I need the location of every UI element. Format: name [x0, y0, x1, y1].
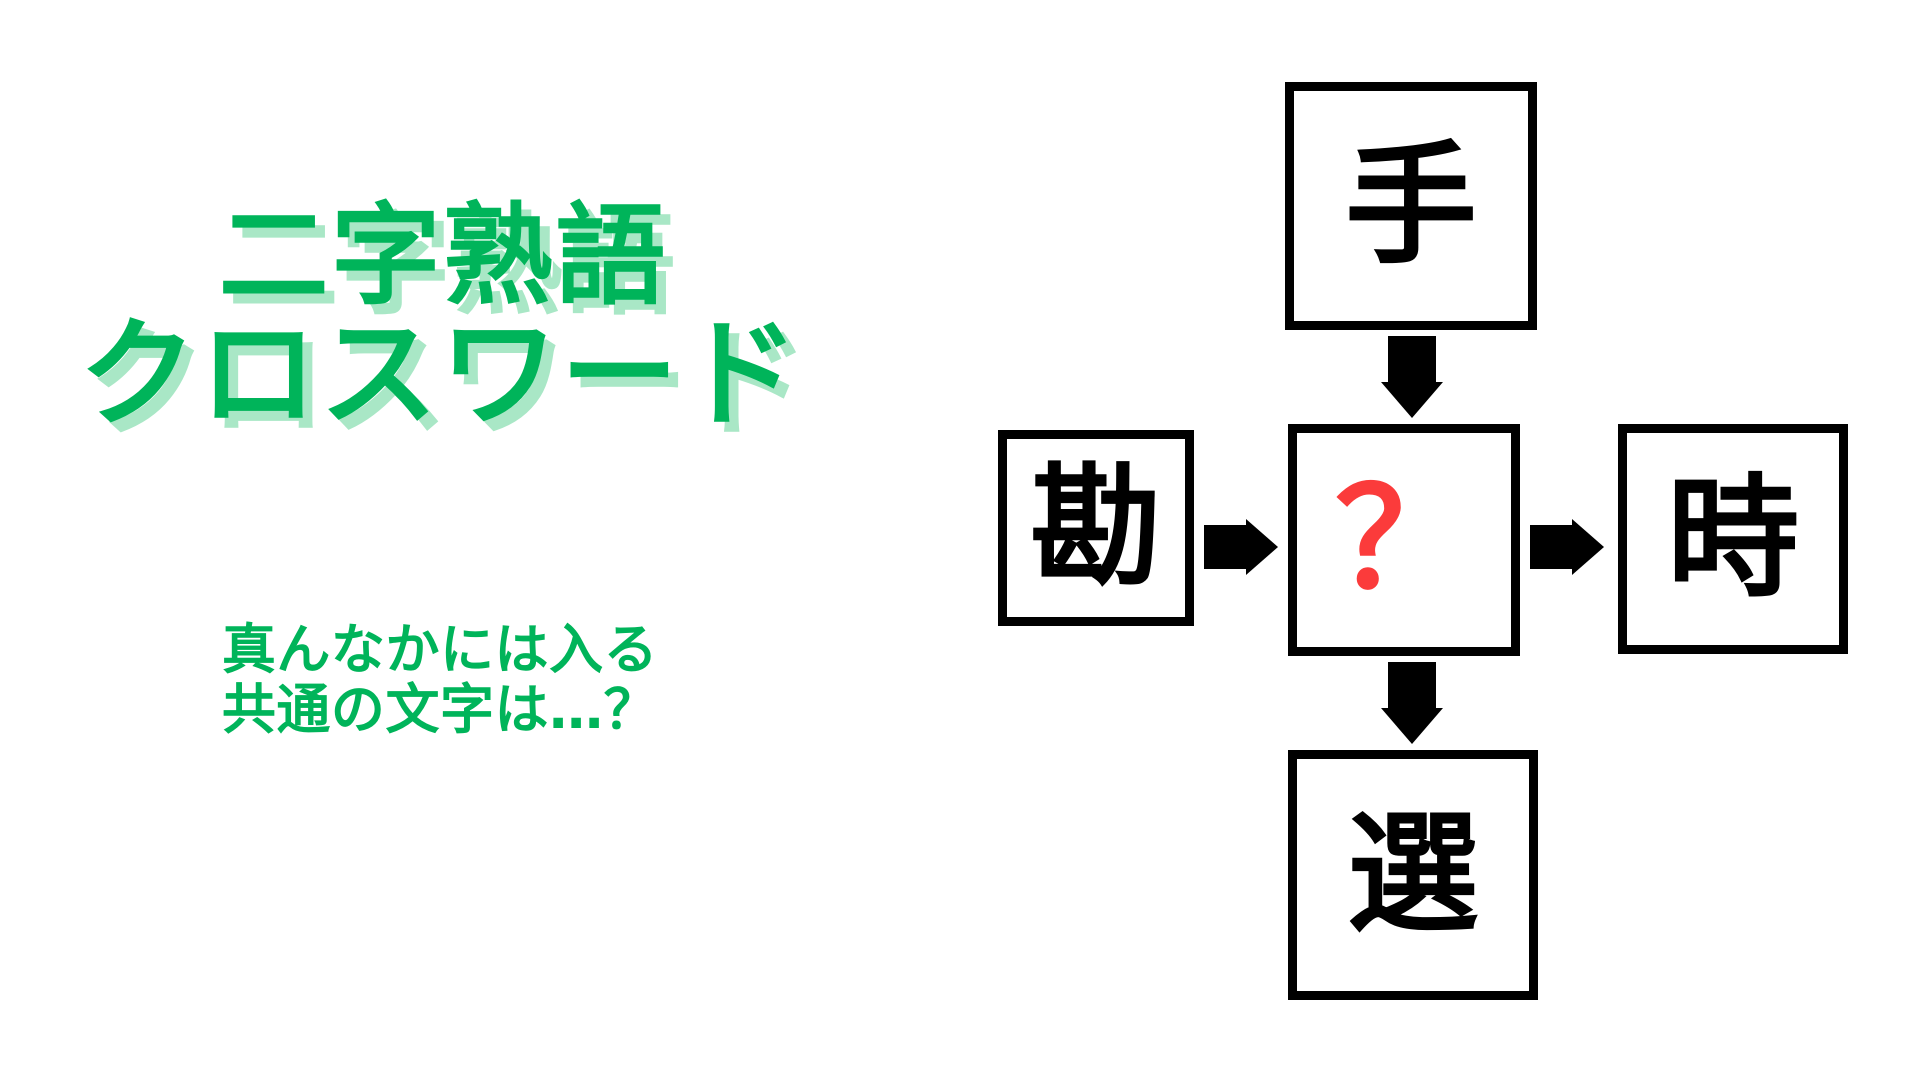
title-line-2: クロスワード — [78, 305, 802, 444]
puzzle-cell-left: 勘 — [998, 430, 1194, 626]
puzzle-cell-bottom-char: 選 — [1347, 798, 1479, 952]
puzzle-cell-top: 手 — [1285, 82, 1537, 330]
title-line-1: 二字熟語 — [218, 192, 668, 320]
puzzle-cell-top-char: 手 — [1345, 129, 1477, 283]
subtitle-line-2: 共通の文字は…？ — [221, 678, 659, 742]
arrow-head — [1381, 382, 1443, 418]
puzzle-answer-question-mark: ？ — [1334, 459, 1473, 620]
arrow-shaft — [1204, 525, 1248, 569]
puzzle-cell-bottom: 選 — [1288, 750, 1538, 1000]
puzzle-cell-right: 時 — [1618, 424, 1848, 654]
arrow-head — [1246, 519, 1278, 575]
title-block: 二字熟語 クロスワード — [0, 200, 880, 435]
arrow-shaft — [1388, 336, 1436, 386]
subtitle-line-1: 真んなかには入る — [221, 618, 659, 681]
puzzle-cell-center-answer[interactable]: ？ — [1288, 424, 1520, 656]
arrow-head — [1381, 708, 1443, 744]
subtitle-block: 真んなかには入る 共通の文字は…？ — [0, 618, 880, 742]
arrow-shaft — [1530, 525, 1574, 569]
puzzle-cell-left-char: 勘 — [1030, 451, 1162, 605]
puzzle-cell-right-char: 時 — [1667, 462, 1799, 616]
arrow-right-left-to-center — [1204, 492, 1284, 602]
arrow-down-top-to-center — [1349, 336, 1475, 420]
arrow-down-center-to-bottom — [1349, 662, 1475, 746]
arrow-shaft — [1388, 662, 1436, 712]
arrow-right-center-to-right — [1530, 492, 1610, 602]
arrow-head — [1572, 519, 1604, 575]
